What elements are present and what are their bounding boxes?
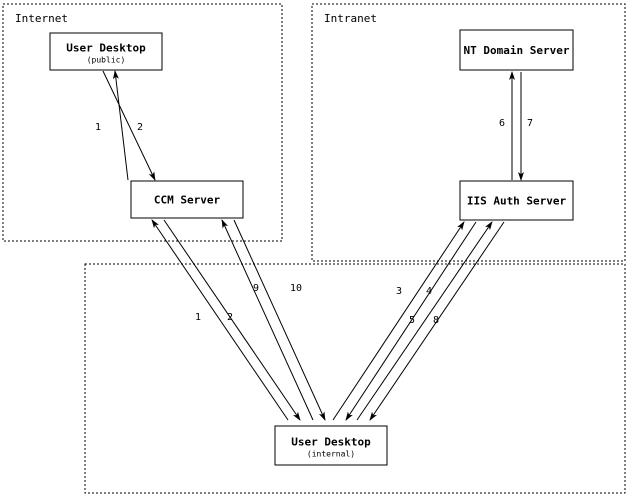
zone-internal — [84, 263, 626, 494]
conn-ccm-internal-a-down — [163, 219, 301, 421]
node-title-user-desktop-public: User Desktop — [66, 42, 146, 55]
node-user-desktop-public[interactable]: User Desktop(public) — [49, 32, 163, 71]
conn-ccm-internal-b-up — [221, 219, 314, 421]
zone-internet: Internet — [2, 3, 283, 242]
step-labels-layer: 1 2 6 7 9 10 1 2 3 4 5 8 — [95, 118, 533, 326]
node-box-user-desktop-internal[interactable] — [274, 425, 388, 466]
conn-public-up — [112, 70, 129, 181]
zones-layer: Internet Intranet — [2, 3, 626, 494]
node-box-ccm-server[interactable] — [130, 180, 244, 219]
zone-boundary-internet — [2, 3, 283, 242]
node-box-nt-domain-server[interactable] — [459, 29, 574, 71]
conn-public-down — [102, 70, 156, 181]
node-title-iis-auth-server: IIS Auth Server — [467, 195, 567, 208]
step-label-step-9: 9 — [253, 283, 259, 294]
node-nt-domain-server[interactable]: NT Domain Server — [459, 29, 574, 71]
node-title-nt-domain-server: NT Domain Server — [464, 44, 570, 57]
step-label-step-8: 8 — [433, 315, 439, 326]
zone-label-internet: Internet — [15, 12, 68, 25]
step-label-step-10: 10 — [290, 283, 302, 294]
node-user-desktop-internal[interactable]: User Desktop(internal) — [274, 425, 388, 466]
node-box-user-desktop-public[interactable] — [49, 32, 163, 71]
zone-intranet: Intranet — [311, 3, 626, 262]
zone-boundary-intranet — [311, 3, 626, 262]
step-label-step-6: 6 — [499, 118, 505, 129]
node-subtitle-user-desktop-internal: (internal) — [307, 450, 355, 459]
conn-ccm-internal-b-down — [233, 219, 326, 421]
node-title-user-desktop-internal: User Desktop — [291, 436, 371, 449]
step-label-step-1-public: 1 — [95, 122, 101, 133]
conn-ccm-internal-a-up — [151, 219, 289, 421]
zone-label-intranet: Intranet — [324, 12, 377, 25]
node-ccm-server[interactable]: CCM Server — [130, 180, 244, 219]
conn-iis-internal-b-up — [356, 221, 493, 421]
conn-iis-internal-a-up — [332, 221, 465, 421]
conn-iis-internal-a-down — [345, 221, 477, 421]
node-title-ccm-server: CCM Server — [154, 194, 221, 207]
step-label-step-2-public: 2 — [137, 122, 143, 133]
step-label-step-1-internal: 1 — [195, 312, 201, 323]
node-iis-auth-server[interactable]: IIS Auth Server — [459, 180, 574, 221]
step-label-step-7: 7 — [527, 118, 533, 129]
node-subtitle-user-desktop-public: (public) — [87, 56, 126, 65]
connections-layer — [102, 70, 524, 421]
conn-iis-internal-b-down — [369, 221, 505, 421]
zone-boundary-internal — [84, 263, 626, 494]
node-box-iis-auth-server[interactable] — [459, 180, 574, 221]
step-label-step-4: 4 — [426, 286, 432, 297]
step-label-step-5: 5 — [409, 315, 415, 326]
step-label-step-2-internal: 2 — [227, 312, 233, 323]
step-label-step-3: 3 — [396, 286, 402, 297]
